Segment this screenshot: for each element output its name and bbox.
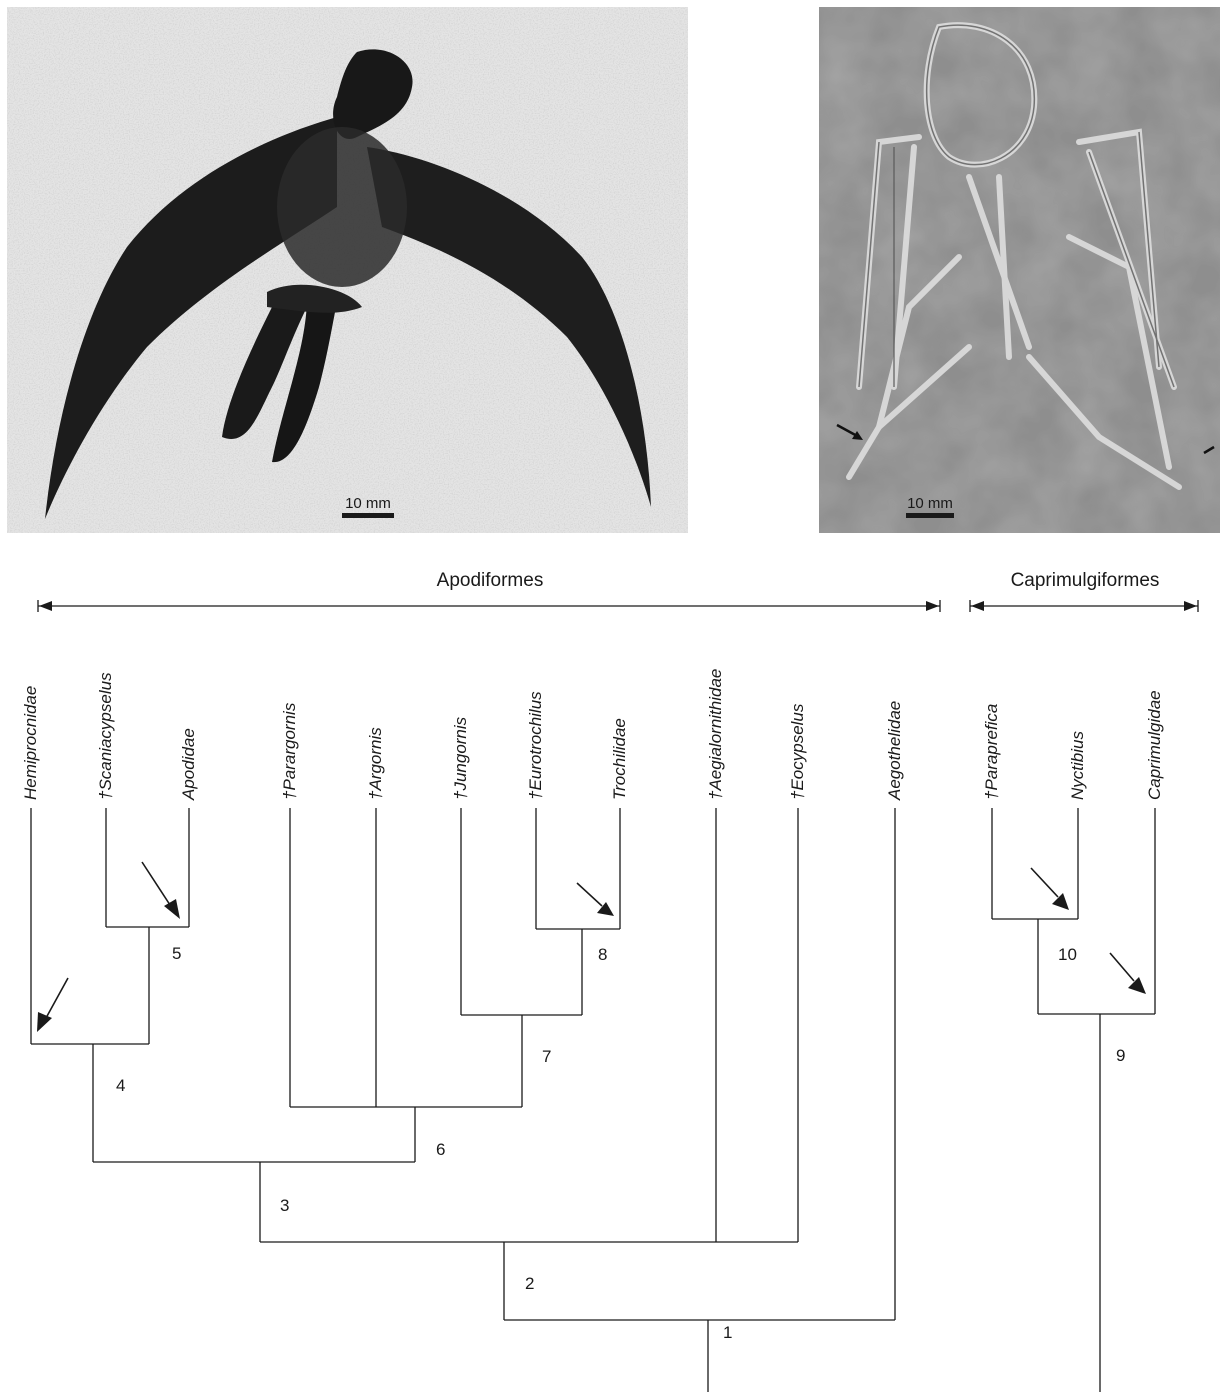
node-label-3: 3	[280, 1196, 289, 1216]
node-label-1: 1	[723, 1323, 732, 1343]
node-label-9: 9	[1116, 1046, 1125, 1066]
arrow-hemiprocnidae	[37, 978, 68, 1032]
arrow-apodidae	[142, 862, 180, 919]
node-label-4: 4	[116, 1076, 125, 1096]
tree-branches	[31, 808, 1155, 1392]
node-label-8: 8	[598, 945, 607, 965]
node-label-6: 6	[436, 1140, 445, 1160]
node-label-10: 10	[1058, 945, 1077, 965]
arrow-caprimulgidae	[1110, 953, 1146, 994]
node-label-5: 5	[172, 944, 181, 964]
arrow-trochilidae	[577, 883, 614, 916]
node-label-2: 2	[525, 1274, 534, 1294]
arrow-nyctibius	[1031, 868, 1069, 910]
node-label-7: 7	[542, 1047, 551, 1067]
annotation-arrows	[37, 862, 1146, 1032]
